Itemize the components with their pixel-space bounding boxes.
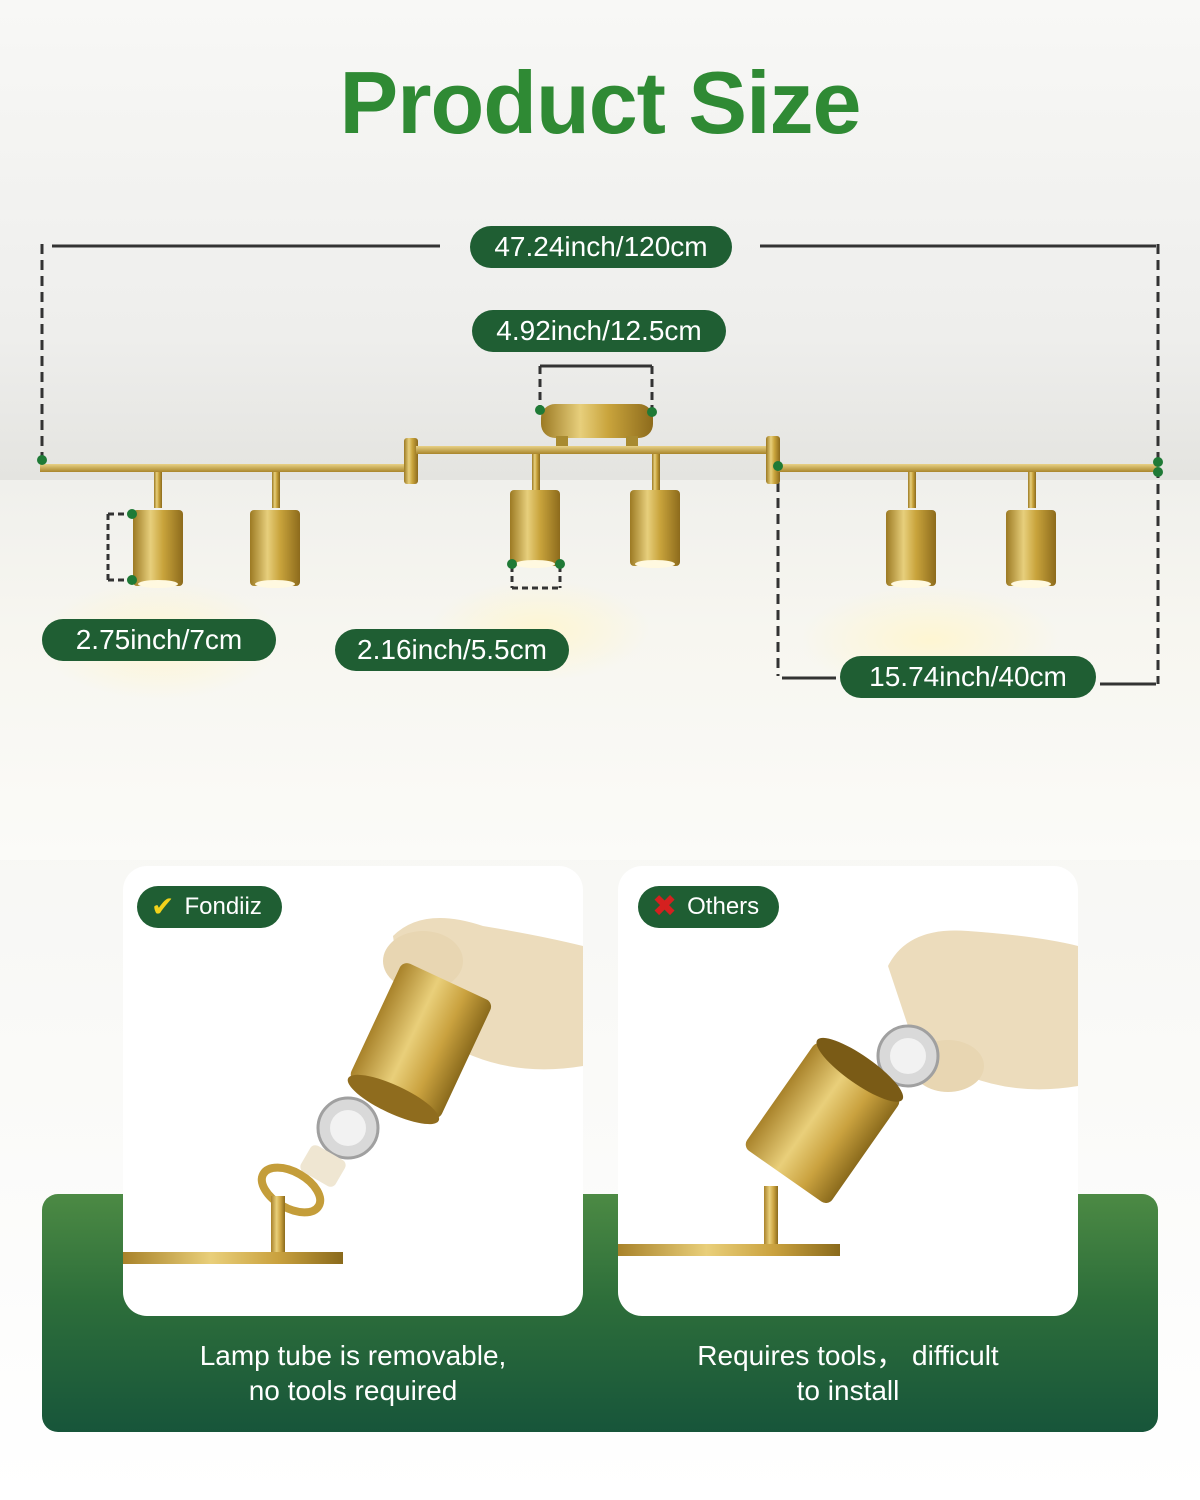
base-diameter-label: 4.92inch/12.5cm (472, 310, 726, 352)
fondiiz-caption: Lamp tube is removable, no tools require… (103, 1338, 603, 1408)
arm-length-label: 15.74inch/40cm (840, 656, 1096, 698)
check-icon: ✔ (151, 891, 175, 922)
left-bar (40, 464, 410, 472)
others-caption: Requires tools， difficult to install (598, 1338, 1098, 1408)
fondiiz-caption-line2: no tools required (248, 1375, 458, 1406)
fixed-tube-illustration (618, 930, 1078, 1256)
spotlight (133, 454, 1056, 586)
shade-height-dimension (106, 512, 132, 582)
shade-height-label: 2.75inch/7cm (42, 619, 276, 661)
total-length-dimension (40, 244, 1160, 684)
fondiiz-caption-line1: Lamp tube is removable, (199, 1340, 507, 1371)
removable-tube-illustration (123, 918, 583, 1264)
fondiiz-badge: ✔ Fondiiz (137, 886, 282, 928)
fondiiz-badge-label: Fondiiz (184, 893, 262, 920)
others-caption-line2: to install (796, 1375, 900, 1406)
others-caption-line1: Requires tools， difficult (697, 1340, 999, 1371)
fondiiz-card: ✔ Fondiiz (123, 866, 583, 1316)
others-card: ✖ Others (618, 866, 1078, 1316)
center-bar (416, 446, 772, 454)
shade-diameter-dimension (510, 566, 562, 590)
fixture-diagram (37, 244, 1163, 700)
right-bar (778, 464, 1158, 472)
others-badge: ✖ Others (638, 886, 780, 928)
shade-diameter-label: 2.16inch/5.5cm (335, 629, 569, 671)
total-length-label: 47.24inch/120cm (470, 226, 732, 268)
page-title: Product Size (339, 53, 862, 152)
others-badge-label: Others (687, 893, 760, 920)
x-icon: ✖ (652, 890, 678, 923)
canopy (541, 404, 653, 438)
arm-length-dimension (776, 466, 1156, 686)
base-dimension (538, 364, 654, 410)
